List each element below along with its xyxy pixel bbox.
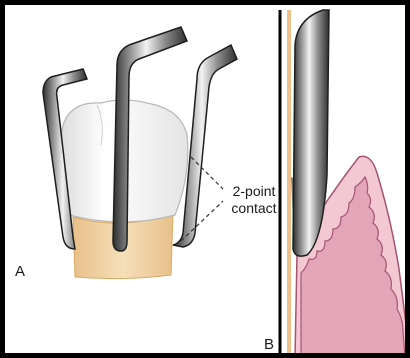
- callout-line-1: 2-point: [219, 183, 289, 200]
- callout-line-2: contact: [219, 200, 289, 217]
- panel-b-section: [287, 10, 410, 358]
- dental-illustration: [5, 5, 410, 358]
- contact-callout: 2-point contact: [219, 183, 289, 217]
- panel-b-label: B: [264, 337, 274, 352]
- panel-a-label: A: [15, 264, 25, 279]
